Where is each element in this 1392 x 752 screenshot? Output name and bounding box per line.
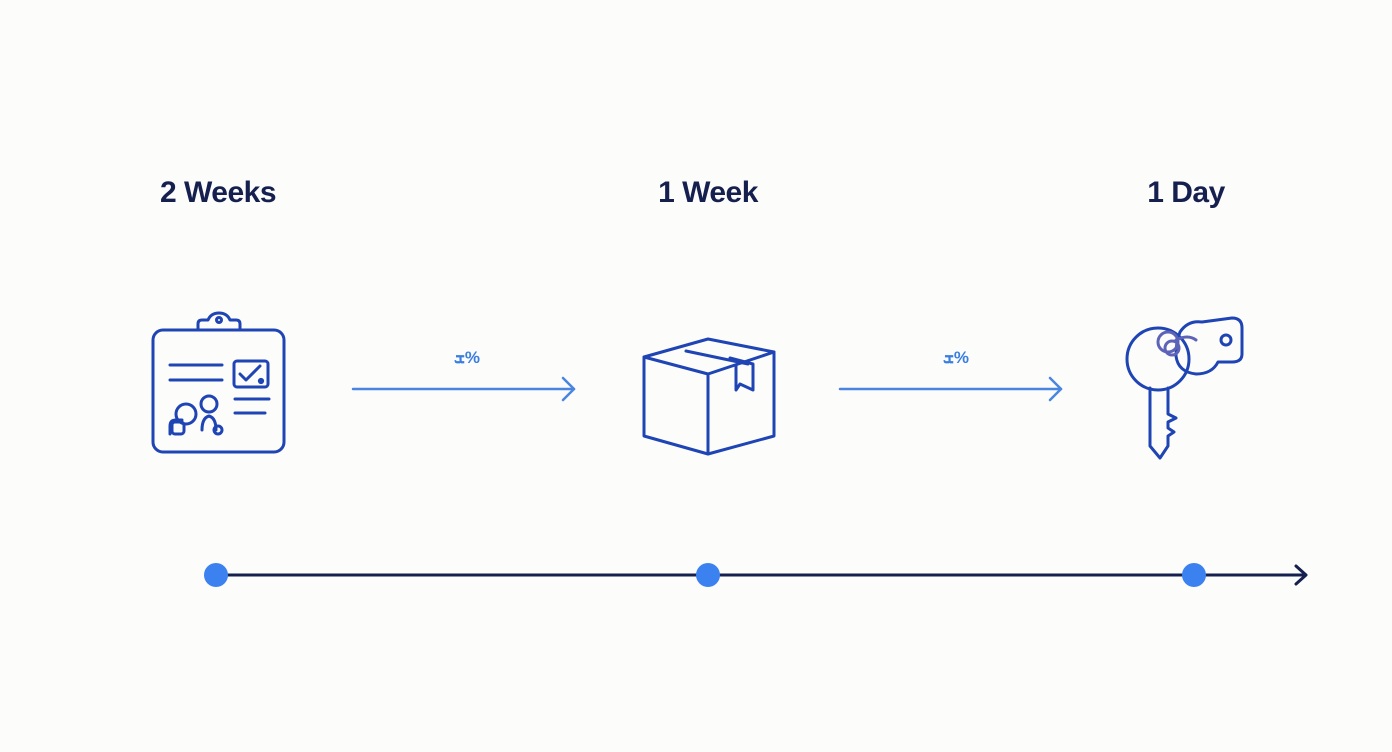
keys-icon xyxy=(1120,312,1248,464)
timeline-dot-3 xyxy=(1182,563,1206,587)
connector-tag-1: ܫ% xyxy=(453,348,481,367)
connector-arrow-1 xyxy=(351,376,576,402)
connector-arrow-2 xyxy=(838,376,1063,402)
timeline-dot-1 xyxy=(204,563,228,587)
stage-label-1-day: 1 Day xyxy=(1147,176,1225,209)
clipboard-checklist-icon xyxy=(148,310,290,458)
package-box-icon xyxy=(638,334,780,460)
timeline-dot-2 xyxy=(696,563,720,587)
stage-label-2-weeks: 2 Weeks xyxy=(159,176,277,209)
connector-tag-2: ܫ% xyxy=(942,348,970,367)
stage-label-1-week: 1 Week xyxy=(658,176,758,209)
timeline-axis xyxy=(214,564,1308,586)
